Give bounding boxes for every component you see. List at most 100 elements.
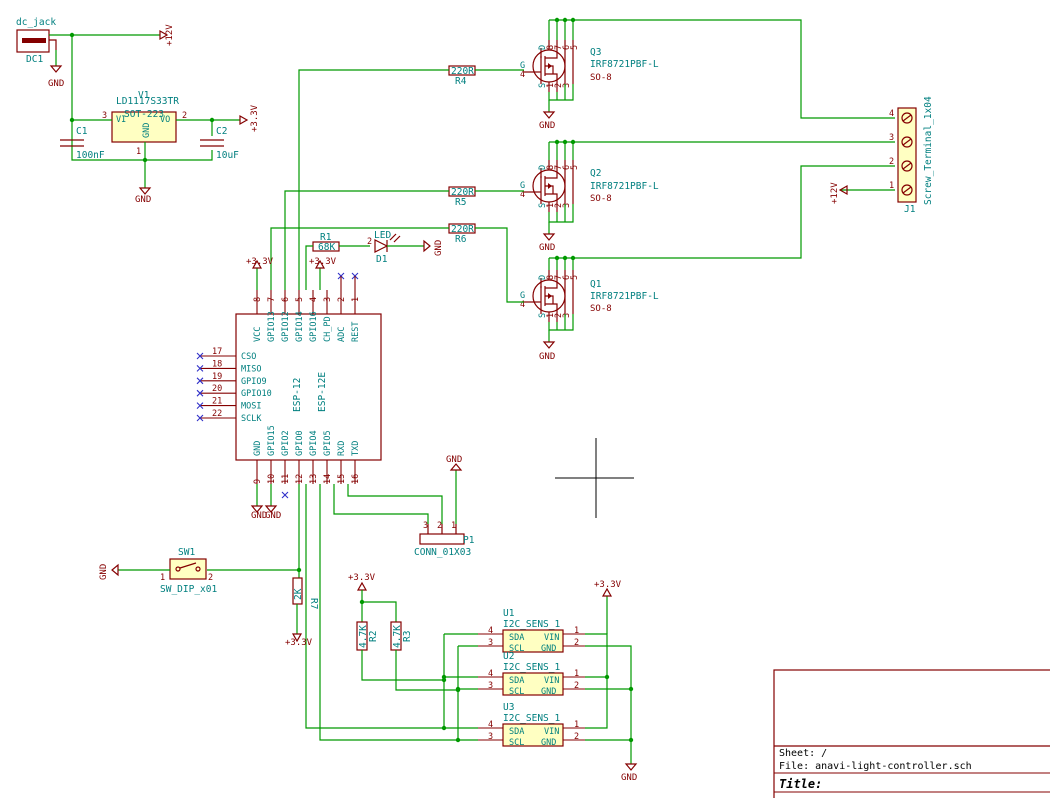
- svg-text:2: 2: [367, 237, 372, 247]
- esp-pin-num: 10: [267, 474, 277, 484]
- svg-text:1: 1: [160, 573, 165, 583]
- svg-text:3: 3: [488, 638, 493, 648]
- svg-text:S: S: [538, 313, 548, 318]
- esp12-module[interactable]: ESP-12 ESP-12E: [235, 313, 382, 461]
- esp-top-pins: 8VCC7GPIO136GPIO125GPIO144GPIO163CH_PD2A…: [253, 272, 361, 342]
- led-d1[interactable]: LED D1 2: [367, 230, 401, 265]
- svg-text:GND: GND: [265, 511, 281, 521]
- screw-terminal-j1[interactable]: 4 3 2 1 J1 Screw_Terminal_1x04: [889, 96, 934, 215]
- sensor-value: I2C_SENS_1: [503, 713, 560, 724]
- mosfet-q1[interactable]: Q1 IRF8721PBF-L SO-8 G 4 D 8 7 6 5 S 1 2…: [520, 270, 659, 322]
- r7-ref: R7: [308, 598, 319, 609]
- regulator-v1[interactable]: V1 LD1117S33TR SOT-223 VI VO GND 3 2 1: [102, 90, 187, 157]
- esp-pin-name: GND: [253, 441, 263, 456]
- wire-sensor-gnd: [585, 645, 632, 741]
- resistor-r3[interactable]: 4.7K R3: [390, 621, 413, 651]
- resistor-r1[interactable]: R1 68K: [312, 232, 340, 253]
- gnd-symbol-conn: GND: [446, 455, 463, 471]
- regulator-ref: V1: [138, 90, 150, 101]
- dc-jack-ref: DC1: [26, 54, 43, 65]
- q3-ref: Q3: [590, 47, 601, 58]
- esp-pin-name: GPIO15: [267, 425, 277, 456]
- r6-value: 220R: [451, 224, 474, 235]
- esp-pin-num: 14: [323, 474, 333, 484]
- svg-text:7: 7: [554, 165, 564, 170]
- svg-text:GND: GND: [142, 123, 152, 138]
- svg-text:+3.3V: +3.3V: [348, 573, 376, 583]
- svg-text:3: 3: [562, 203, 572, 208]
- mosfet-q3[interactable]: Q3 IRF8721PBF-L SO-8 G 4 D 8 7 6 5 S 1 2…: [520, 40, 659, 92]
- svg-text:GND: GND: [541, 738, 556, 748]
- svg-text:3: 3: [562, 83, 572, 88]
- svg-text:+3.3V: +3.3V: [309, 257, 337, 267]
- gnd-symbol-q2: GND: [539, 233, 556, 253]
- svg-text:GND: GND: [621, 773, 637, 783]
- dc-jack[interactable]: dc_jack DC1: [16, 17, 57, 65]
- esp-pin-num: 13: [309, 474, 319, 484]
- wire-cap-gnd: [71, 150, 213, 161]
- esp-pin-num: 11: [281, 474, 291, 484]
- esp-pin-name: CH_PD: [323, 316, 333, 342]
- svg-text:D: D: [538, 275, 548, 280]
- plus3v3-symbol-r7: +3.3V: [285, 633, 313, 648]
- esp-pin-num: 9: [253, 479, 263, 484]
- svg-text:VIN: VIN: [544, 676, 559, 686]
- svg-text:VIN: VIN: [544, 633, 559, 643]
- svg-text:2: 2: [889, 157, 894, 167]
- resistor-r4[interactable]: 220R R4: [448, 65, 476, 87]
- svg-text:8: 8: [546, 45, 556, 50]
- wire-gpio13-r6: [270, 227, 449, 290]
- svg-text:3: 3: [889, 133, 894, 143]
- r2-value: 4.7K: [358, 625, 369, 648]
- svg-text:GND: GND: [48, 79, 64, 89]
- svg-text:GND: GND: [99, 564, 109, 580]
- j1-value: Screw_Terminal_1x04: [923, 96, 934, 205]
- plus3v3-symbol-regulator: +3.3V: [239, 104, 260, 132]
- plus3v3-symbol-vcc: +3.3V: [246, 257, 274, 269]
- wire-sda-bus: [305, 484, 444, 729]
- svg-text:4: 4: [488, 626, 493, 636]
- mosfet-q2[interactable]: Q2 IRF8721PBF-L SO-8 G 4 D 8 7 6 5 S 1 2…: [520, 160, 659, 212]
- esp-body: [235, 313, 382, 461]
- connector-p1[interactable]: 3 2 1 P1 CONN_01X03: [414, 521, 475, 558]
- wire-q1-drain: [549, 165, 895, 259]
- esp-pin-name: CSO: [241, 352, 256, 362]
- svg-text:3: 3: [488, 732, 493, 742]
- sensor-blocks: U1I2C_SENS_1SDASCLVINGND4312U2I2C_SENS_1…: [478, 608, 585, 748]
- r4-value: 220R: [451, 66, 474, 77]
- esp-pin-name: GPIO2: [281, 430, 291, 456]
- sensor-body: [502, 629, 564, 653]
- svg-text:GND: GND: [135, 195, 151, 205]
- r6-ref: R6: [455, 234, 467, 245]
- esp-pin-num: 4: [309, 297, 319, 302]
- svg-text:8: 8: [546, 165, 556, 170]
- resistor-r6[interactable]: 220R R6: [448, 223, 476, 245]
- capacitor-c1[interactable]: C1 100nF: [60, 126, 105, 161]
- capacitor-c2[interactable]: C2 10uF: [200, 126, 239, 161]
- title-block-sheet: Sheet: /: [779, 748, 827, 759]
- q2-package: SO-8: [590, 194, 612, 204]
- dip-switch-sw1[interactable]: SW1 SW_DIP_x01 1 2: [160, 547, 217, 595]
- resistor-r5[interactable]: 220R R5: [448, 186, 476, 208]
- resistor-r2[interactable]: 4.7K R2: [356, 621, 379, 651]
- svg-text:1: 1: [546, 83, 556, 88]
- esp-pin-name: VCC: [253, 327, 263, 342]
- dc-jack-sleeve: [49, 39, 57, 50]
- dc-jack-body: [16, 29, 50, 53]
- esp-pin-num: 22: [212, 409, 222, 419]
- led-value: LED: [374, 230, 391, 241]
- esp-pin-name: GPIO0: [295, 430, 305, 456]
- svg-text:D: D: [538, 165, 548, 170]
- svg-text:2: 2: [554, 83, 564, 88]
- esp-pin-name: MISO: [241, 364, 261, 374]
- gnd-symbol-jack: GND: [48, 65, 64, 89]
- svg-text:SDA: SDA: [509, 676, 524, 686]
- sensor-ref: U1: [503, 608, 515, 619]
- r1-value: 68K: [318, 242, 335, 253]
- svg-text:+3.3V: +3.3V: [250, 104, 260, 132]
- gnd-symbol-esp-9: GND: [250, 505, 267, 521]
- esp-pin-name: MOSI: [241, 402, 261, 412]
